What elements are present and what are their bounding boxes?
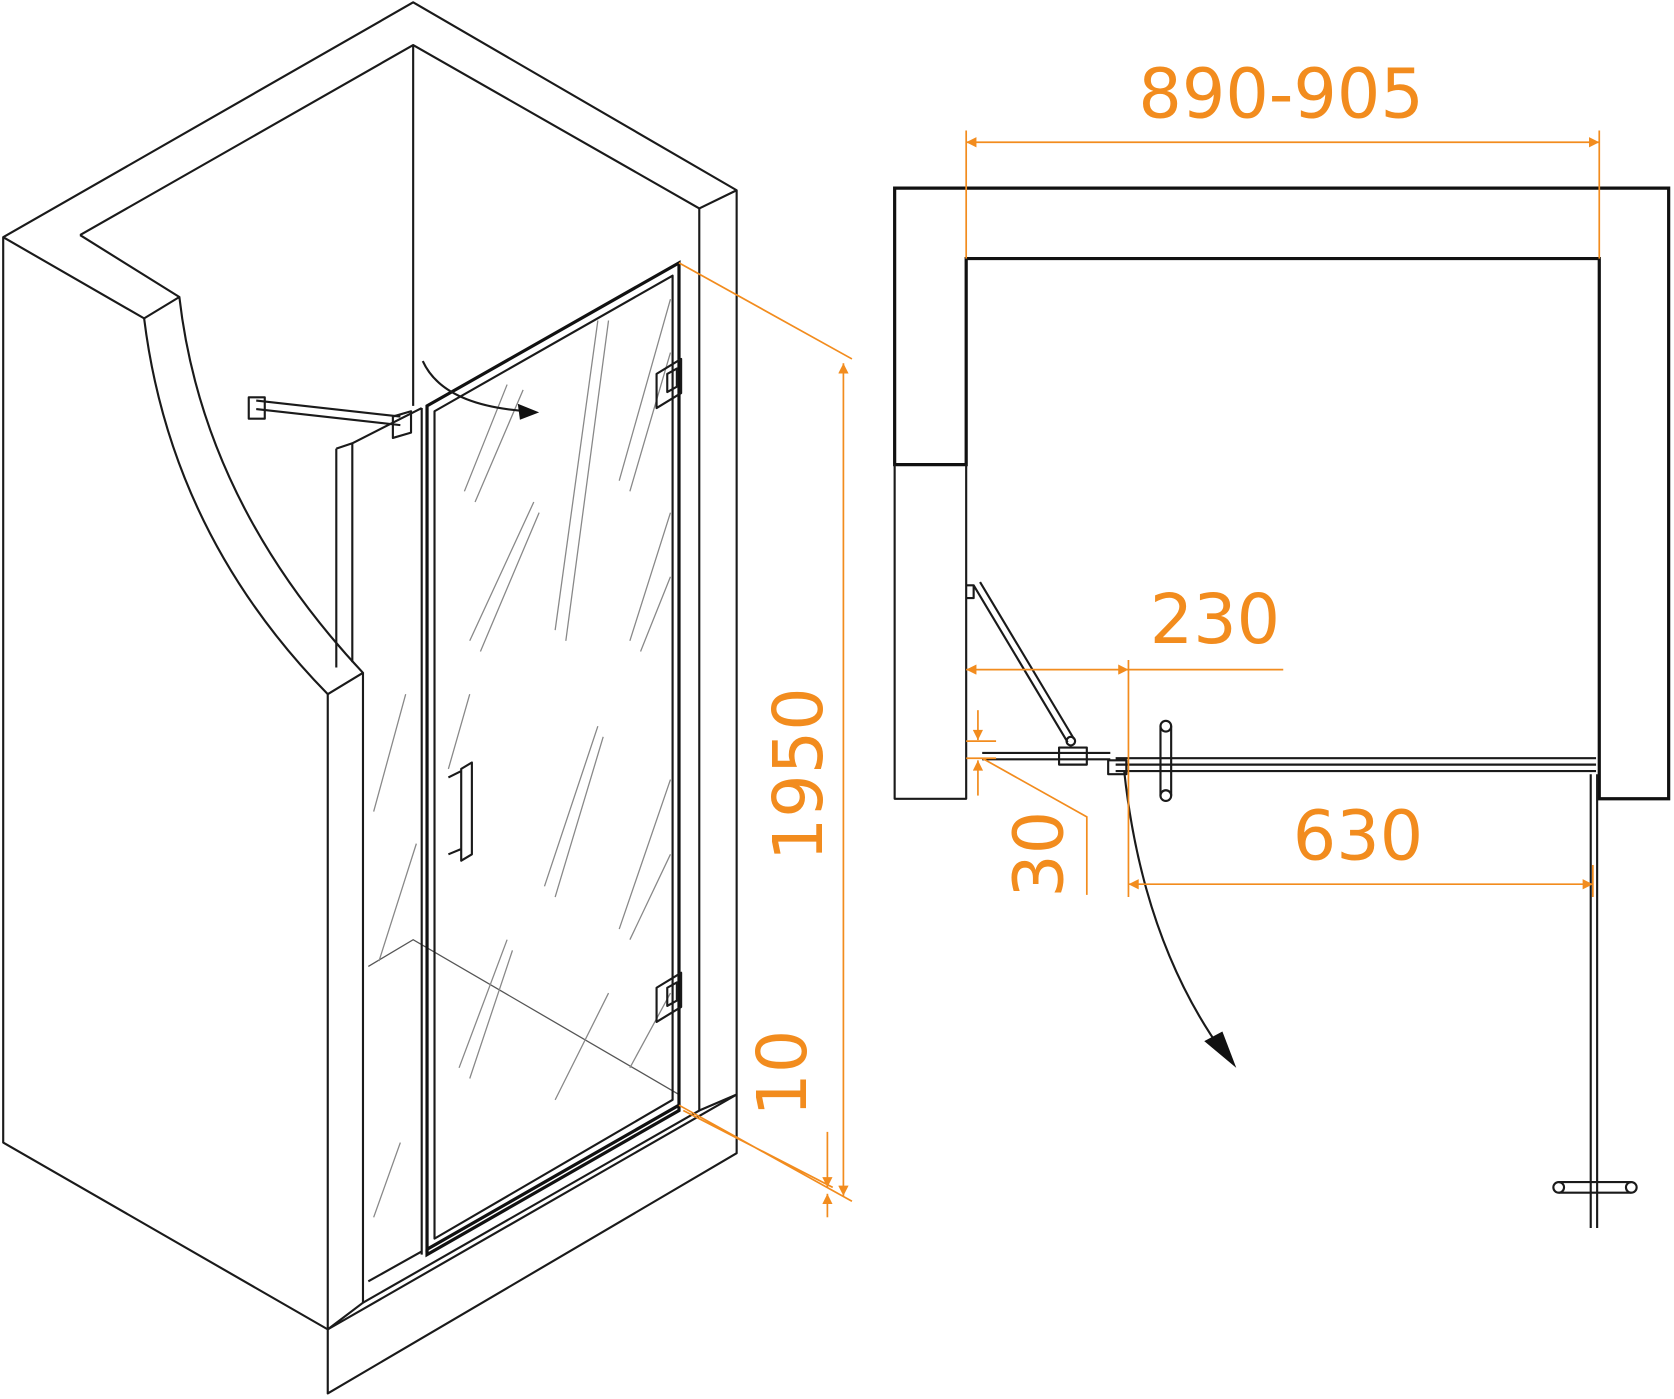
plan-swing-arrowhead-icon: [1204, 1031, 1237, 1068]
open-door-position: [1589, 774, 1599, 1228]
height-dimension-label: 1950: [760, 687, 839, 861]
open-door-handle: [1558, 1180, 1632, 1194]
hinged-door: [425, 260, 681, 1253]
cutaway-curve: [143, 296, 365, 696]
plan-view: 890-905 230 630 30: [893, 56, 1671, 1228]
plan-stabilizer-bar: [966, 581, 1075, 743]
glass-reflections: [373, 298, 672, 1218]
stabilizer-bar: [247, 396, 413, 440]
shower-tray-edge: [327, 1093, 738, 1331]
hinge-bottom: [655, 971, 683, 1023]
wall-offset-dimension-label: 30: [1000, 811, 1079, 898]
swing-arrowhead-icon: [517, 403, 540, 420]
fixed-panel-dimension-label: 230: [1150, 581, 1280, 660]
hinge-top: [655, 357, 683, 410]
plan-swing-arc: [1123, 770, 1224, 1053]
inner-wall-top: [79, 43, 738, 237]
plan-fixed-panel: [982, 746, 1111, 766]
threshold-dimension-label: 10: [744, 1030, 823, 1117]
width-range-label: 890-905: [1138, 56, 1423, 135]
isometric-view: 1950 10: [2, 1, 853, 1395]
plan-handle: [1159, 726, 1173, 796]
door-width-dimension-label: 630: [1293, 798, 1423, 877]
enclosure-walls: [2, 1, 738, 1395]
wall-outline: [893, 186, 1671, 801]
plan-door: [1107, 757, 1597, 776]
door-swing-arrow: [421, 360, 529, 413]
door-handle: [447, 761, 473, 862]
fixed-glass-panel: [335, 407, 423, 1283]
